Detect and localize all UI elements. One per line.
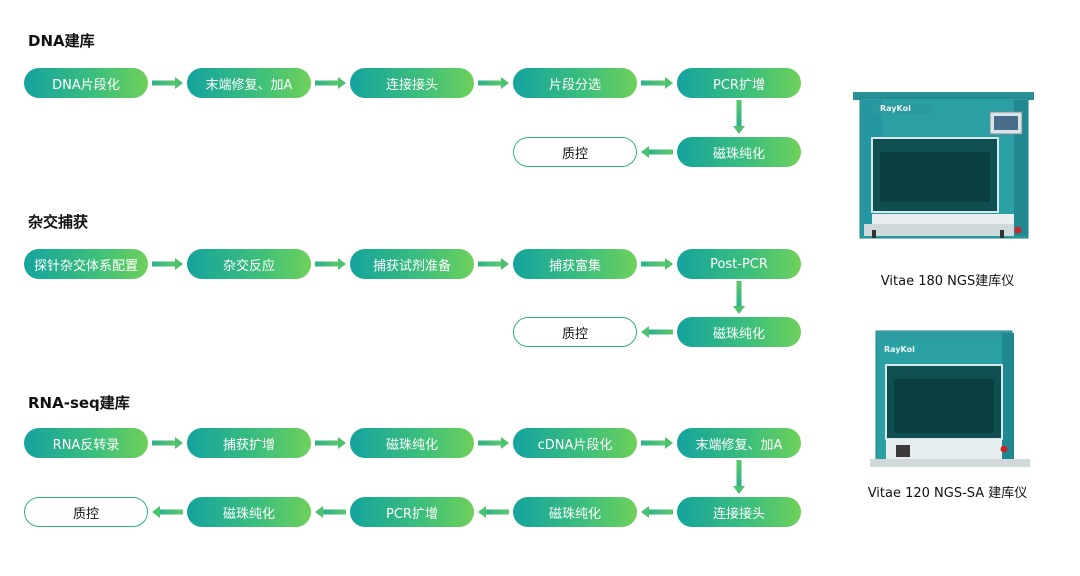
step-capture-amplification: 捕获扩增	[187, 428, 311, 458]
flow-arrow	[152, 77, 183, 89]
step-cdna-fragmentation: cDNA片段化	[513, 428, 637, 458]
device-label-vitae-120: Vitae 120 NGS-SA 建库仪	[867, 486, 1028, 501]
step-reverse-transcription: RNA反转录	[24, 428, 148, 458]
step-hybridization-reaction: 杂交反应	[187, 249, 311, 279]
step-bead-purification: 磁珠纯化	[677, 137, 801, 167]
flow-arrow	[152, 258, 183, 270]
device-brand-logo: RayKol	[880, 104, 911, 113]
device-brand-logo: RayKol	[884, 345, 915, 354]
step-pcr-amplification: PCR扩增	[677, 68, 801, 98]
flow-arrow	[315, 506, 346, 518]
device-vitae-180-image: RayKol	[850, 90, 1045, 248]
section-title-rna-seq: RNA-seq建库	[28, 394, 130, 412]
step-end-repair: 末端修复、加A	[677, 428, 801, 458]
section-title-dna: DNA建库	[28, 32, 95, 50]
flow-arrow	[152, 506, 183, 518]
step-post-pcr: Post-PCR	[677, 249, 801, 279]
step-pcr-amplification: PCR扩增	[350, 497, 474, 527]
flow-arrow	[641, 146, 673, 158]
flow-arrow	[478, 437, 509, 449]
flow-arrow	[641, 437, 673, 449]
device-label-vitae-180: Vitae 180 NGS建库仪	[880, 274, 1015, 289]
flow-arrow	[152, 437, 183, 449]
flow-arrow	[478, 258, 509, 270]
flow-arrow	[641, 326, 673, 338]
flow-arrow	[478, 506, 509, 518]
section-title-hybrid-capture: 杂交捕获	[28, 213, 89, 231]
step-adapter-ligation: 连接接头	[677, 497, 801, 527]
flow-arrow	[641, 258, 673, 270]
step-capture-enrichment: 捕获富集	[513, 249, 637, 279]
step-quality-control: 质控	[513, 137, 637, 167]
step-bead-purification: 磁珠纯化	[350, 428, 474, 458]
flow-arrow	[733, 460, 745, 494]
step-bead-purification: 磁珠纯化	[513, 497, 637, 527]
step-quality-control: 质控	[24, 497, 148, 527]
step-quality-control: 质控	[513, 317, 637, 347]
step-bead-purification: 磁珠纯化	[677, 317, 801, 347]
flow-arrow	[733, 100, 745, 134]
flow-arrow	[315, 258, 346, 270]
flow-arrow	[315, 437, 346, 449]
flow-arrow	[733, 281, 745, 314]
flow-arrow	[641, 77, 673, 89]
step-dna-fragmentation: DNA片段化	[24, 68, 148, 98]
step-bead-purification: 磁珠纯化	[187, 497, 311, 527]
step-end-repair: 末端修复、加A	[187, 68, 311, 98]
flow-arrow	[641, 506, 673, 518]
device-vitae-120-image: RayKol	[862, 325, 1034, 470]
step-size-selection: 片段分选	[513, 68, 637, 98]
flow-arrow	[478, 77, 509, 89]
step-adapter-ligation: 连接接头	[350, 68, 474, 98]
flow-arrow	[315, 77, 346, 89]
step-capture-reagent-prep: 捕获试剂准备	[350, 249, 474, 279]
step-probe-hybridization-setup: 探针杂交体系配置	[24, 249, 148, 279]
